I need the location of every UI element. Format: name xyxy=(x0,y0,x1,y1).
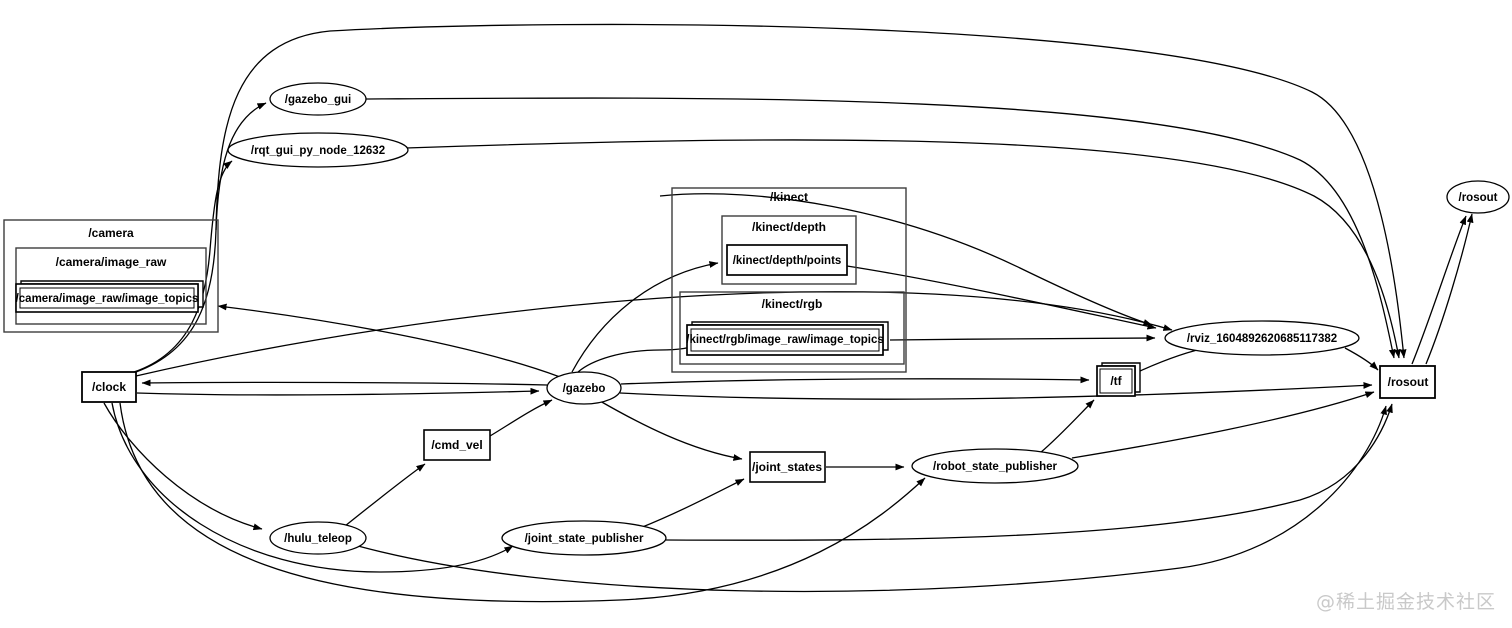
cluster-kinect-depth[interactable]: /kinect/depth xyxy=(721,215,857,285)
edge-gazebo-to-kinect_depth_points xyxy=(571,261,719,373)
cluster-kinect-label: /kinect xyxy=(770,190,808,204)
edge-rviz-to-rosout_topic xyxy=(1344,347,1379,371)
edge-clock-to-rqt_gui_py_node xyxy=(133,160,233,373)
node-clock-label: /clock xyxy=(92,380,126,394)
edge-hulu_teleop-to-rosout_topic xyxy=(357,405,1387,593)
edge-gazebo-to-kinect_rgb_image_topics xyxy=(577,343,701,373)
node-clock[interactable]: /clock xyxy=(81,371,137,403)
node-cmd-vel[interactable]: /cmd_vel xyxy=(423,429,491,461)
edge-cmd_vel-to-gazebo xyxy=(489,399,553,437)
watermark-text: @稀土掘金技术社区 xyxy=(1315,591,1496,613)
node-tf-label: /tf xyxy=(1110,374,1122,388)
edge-clock-top-arc-to-rosout_topic xyxy=(215,23,1407,359)
node-tf[interactable]: /tf xyxy=(1096,362,1141,397)
node-rviz-label: /rviz_1604892620685117382 xyxy=(1187,333,1337,345)
cluster-kinect-rgb[interactable]: /kinect/rgb xyxy=(679,291,905,365)
node-rosout-node[interactable]: /rosout xyxy=(1446,180,1510,214)
edge-robot_state_publisher-to-rosout_topic xyxy=(1071,391,1375,459)
node-rosout-topic-label: /rosout xyxy=(1388,375,1429,389)
node-camera-image-topics[interactable]: /camera/image_raw/image_topics xyxy=(15,280,204,313)
node-rosout-topic[interactable]: /rosout xyxy=(1379,365,1436,399)
node-gazebo[interactable]: /gazebo xyxy=(546,371,622,405)
edge-joint_state_publisher-to-rosout_topic xyxy=(665,403,1393,541)
edge-rqt_gui_py_node-to-rosout_topic xyxy=(405,139,1401,359)
node-hulu-teleop[interactable]: /hulu_teleop xyxy=(269,521,367,555)
edge-kinect_rgb_image_topics-to-rviz xyxy=(889,334,1156,342)
node-joint-state-publisher[interactable]: /joint_state_publisher xyxy=(501,520,667,556)
node-joint-states-label: /joint_states xyxy=(752,460,822,474)
node-gazebo-label: /gazebo xyxy=(563,383,606,395)
node-robot-state-publisher[interactable]: /robot_state_publisher xyxy=(911,448,1079,484)
node-kinect-rgb-image-topics[interactable]: /kinect/rgb/image_raw/image_topics xyxy=(686,321,889,356)
node-rviz[interactable]: /rviz_1604892620685117382 xyxy=(1164,320,1360,356)
edge-gazebo-to-camera_image_topics xyxy=(217,303,561,378)
edge-clock-to-rviz xyxy=(135,291,1173,377)
clusters-layer: /camera /camera/image_raw /kinect /kinec… xyxy=(3,187,907,373)
edge-joint_state_publisher-to-joint_states xyxy=(639,478,745,529)
node-kinect-depth-points-label: /kinect/depth/points xyxy=(733,255,842,267)
cluster-camera-image-raw-label: /camera/image_raw xyxy=(56,255,167,269)
nodes-layer: /camera/image_raw/image_topics /kinect/d… xyxy=(15,82,1510,556)
edge-clock-to-gazebo_gui xyxy=(135,102,267,373)
node-rqt-gui-py-node-label: /rqt_gui_py_node_12632 xyxy=(251,145,385,157)
edge-gazebo-to-rosout_topic xyxy=(619,382,1373,400)
edge-hulu_teleop-to-cmd_vel xyxy=(344,463,426,527)
edge-clock-to-hulu_teleop xyxy=(103,402,263,531)
edge-rosout_topic-to-rosout_node-2 xyxy=(1425,213,1474,365)
edge-gazebo-to-joint_states xyxy=(599,400,743,461)
edge-robot_state_publisher-to-tf xyxy=(1039,399,1095,454)
node-rqt-gui-py-node[interactable]: /rqt_gui_py_node_12632 xyxy=(227,132,409,168)
node-gazebo-gui[interactable]: /gazebo_gui xyxy=(269,82,367,116)
cluster-kinect-rgb-label: /kinect/rgb xyxy=(762,297,823,311)
node-kinect-depth-points[interactable]: /kinect/depth/points xyxy=(726,244,848,276)
node-robot-state-publisher-label: /robot_state_publisher xyxy=(933,461,1057,473)
edge-gazebo-to-tf xyxy=(620,376,1090,385)
node-rosout-node-label: /rosout xyxy=(1459,192,1498,204)
edge-gazebo-to-clock xyxy=(141,379,548,387)
edge-clock-to-robot_state_publisher xyxy=(119,402,926,603)
edges-layer xyxy=(103,23,1474,603)
node-hulu-teleop-label: /hulu_teleop xyxy=(284,533,352,545)
node-cmd-vel-label: /cmd_vel xyxy=(431,438,482,452)
node-joint-state-publisher-label: /joint_state_publisher xyxy=(525,533,644,545)
node-joint-states[interactable]: /joint_states xyxy=(749,451,826,483)
node-kinect-rgb-image-topics-label: /kinect/rgb/image_raw/image_topics xyxy=(686,334,884,346)
node-camera-image-topics-label: /camera/image_raw/image_topics xyxy=(16,293,199,305)
edge-clock-to-gazebo xyxy=(136,387,540,396)
edge-rosout_topic-to-rosout_node xyxy=(1411,215,1467,365)
edge-gazebo_gui-to-rosout_topic xyxy=(365,97,1396,359)
node-gazebo-gui-label: /gazebo_gui xyxy=(285,94,351,106)
cluster-kinect-depth-label: /kinect/depth xyxy=(752,220,826,234)
cluster-kinect[interactable]: /kinect xyxy=(671,187,907,373)
edge-kinect_depth_points-to-rviz xyxy=(846,265,1157,330)
edge-kinect-top-arc-to-rviz xyxy=(659,193,1153,326)
cluster-camera-label: /camera xyxy=(88,226,134,240)
cluster-camera[interactable]: /camera xyxy=(3,219,219,333)
